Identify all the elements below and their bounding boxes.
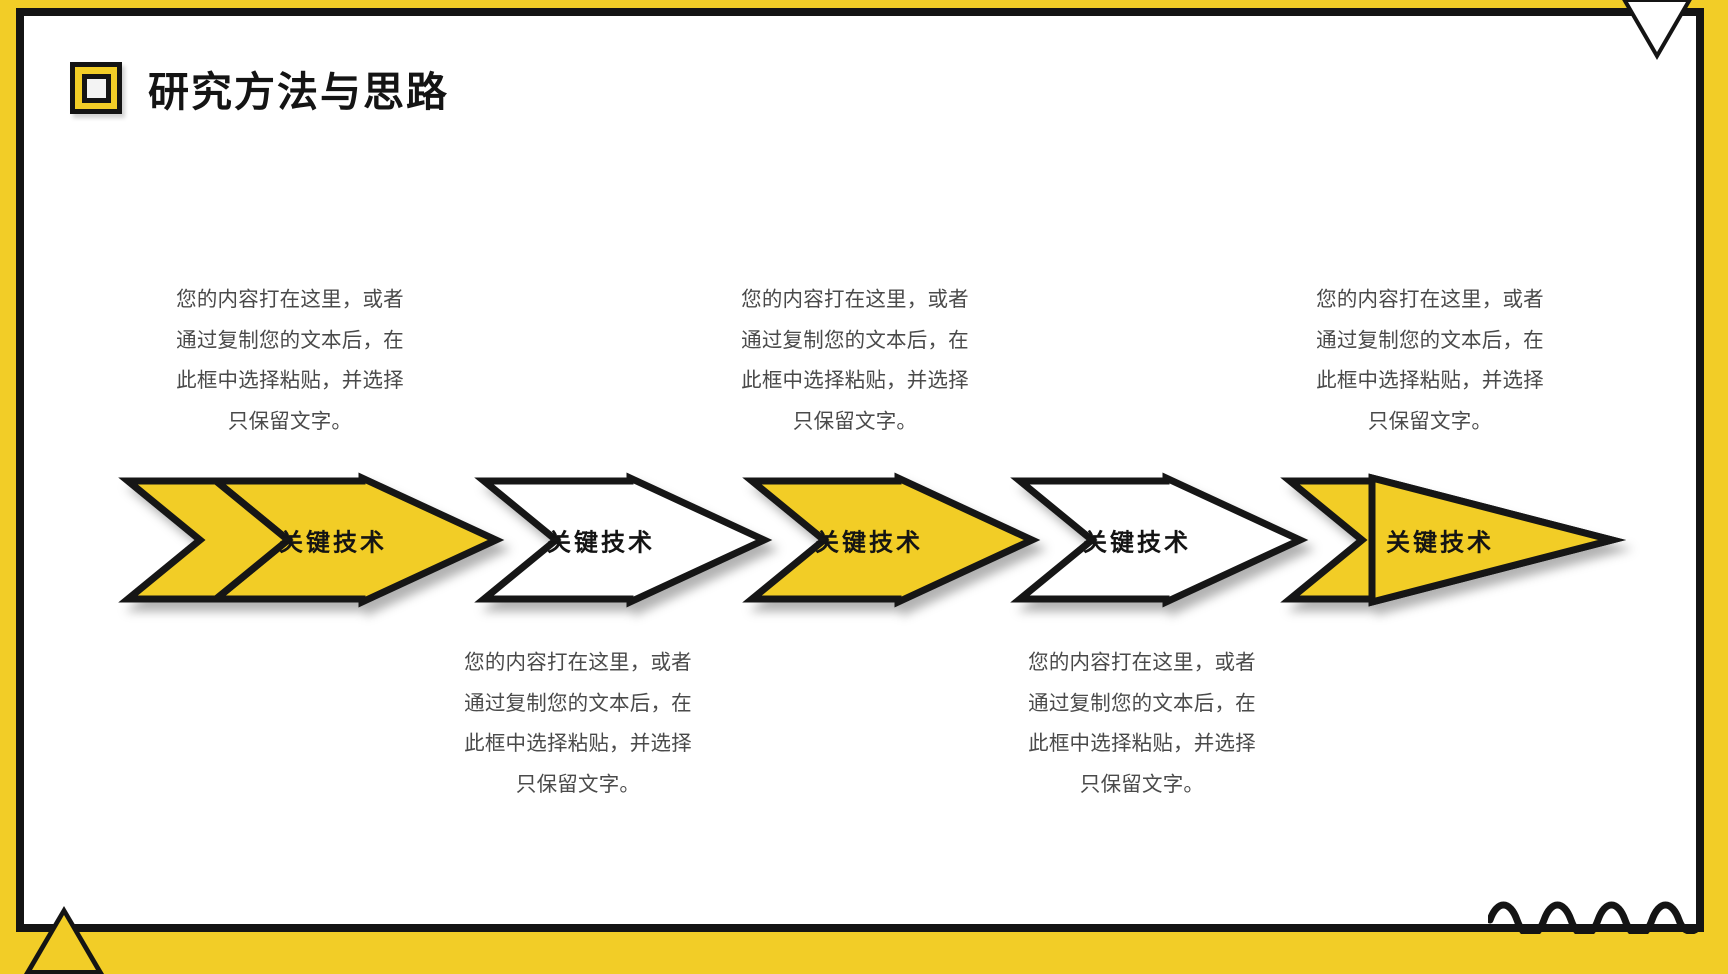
description-line: 您的内容打在这里，或者: [1316, 288, 1544, 311]
description-line: 只保留文字。: [515, 772, 641, 796]
process-arrow-label-3[interactable]: 关键技术: [815, 529, 923, 557]
description-line: 您的内容打在这里，或者: [1028, 651, 1256, 674]
square-outline-inner-icon: [81, 73, 111, 103]
slide-content-area: [24, 16, 1696, 924]
description-line: 此框中选择粘贴，并选择: [741, 369, 969, 393]
description-line: 通过复制您的文本后，在: [176, 328, 404, 352]
description-line: 此框中选择粘贴，并选择: [464, 732, 692, 756]
description-line: 通过复制您的文本后，在: [1028, 691, 1256, 715]
description-line: 只保留文字。: [792, 409, 918, 433]
description-line: 此框中选择粘贴，并选择: [1316, 369, 1544, 393]
description-block-2: 您的内容打在这里，或者 通过复制您的文本后，在 此框中选择粘贴，并选择 只保留文…: [428, 643, 728, 805]
process-arrow-label-2[interactable]: 关键技术: [547, 529, 655, 557]
process-arrow-label-5[interactable]: 关键技术: [1386, 529, 1494, 557]
description-line: 只保留文字。: [1079, 772, 1205, 796]
description-line: 只保留文字。: [1367, 409, 1493, 433]
process-arrow-label-4[interactable]: 关键技术: [1083, 529, 1191, 557]
description-line: 您的内容打在这里，或者: [176, 288, 404, 311]
description-line: 您的内容打在这里，或者: [741, 288, 969, 311]
description-block-1: 您的内容打在这里，或者 通过复制您的文本后，在 此框中选择粘贴，并选择 只保留文…: [140, 280, 440, 442]
description-line: 您的内容打在这里，或者: [464, 651, 692, 674]
description-line: 此框中选择粘贴，并选择: [1028, 732, 1256, 756]
squiggle-bottom-right-icon: [1488, 901, 1703, 934]
description-line: 只保留文字。: [227, 409, 353, 433]
description-block-3: 您的内容打在这里，或者 通过复制您的文本后，在 此框中选择粘贴，并选择 只保留文…: [705, 280, 1005, 442]
description-block-5: 您的内容打在这里，或者 通过复制您的文本后，在 此框中选择粘贴，并选择 只保留文…: [1280, 280, 1580, 442]
description-line: 通过复制您的文本后，在: [1316, 328, 1544, 352]
description-line: 此框中选择粘贴，并选择: [176, 369, 404, 393]
description-block-4: 您的内容打在这里，或者 通过复制您的文本后，在 此框中选择粘贴，并选择 只保留文…: [992, 643, 1292, 805]
triangle-up-bottom-left-fill-icon: [32, 915, 96, 970]
square-outline-icon: [70, 62, 122, 114]
page-title: 研究方法与思路: [148, 69, 449, 115]
description-line: 通过复制您的文本后，在: [741, 328, 969, 352]
description-line: 通过复制您的文本后，在: [464, 691, 692, 715]
page-title-row: 研究方法与思路: [70, 58, 449, 118]
process-arrow-label-1[interactable]: 关键技术: [279, 529, 387, 557]
triangle-down-top-right-fill-icon: [1628, 2, 1686, 52]
